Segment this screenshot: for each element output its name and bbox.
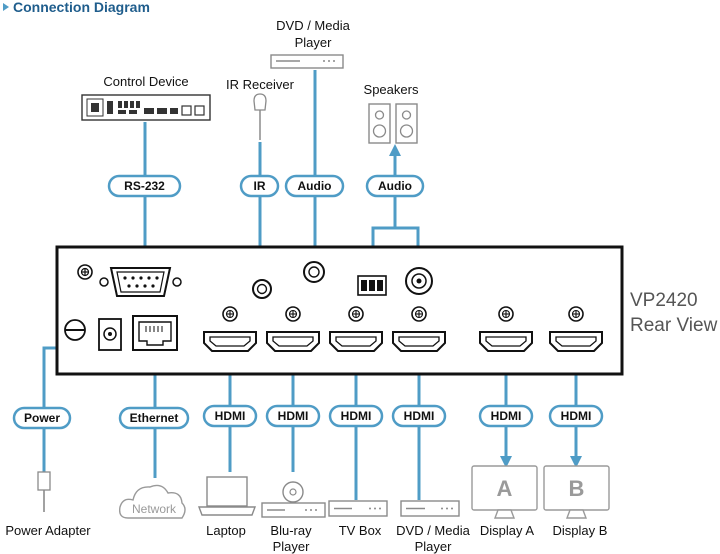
hdmi-in-1-port [203, 331, 257, 352]
ground-screw-icon [77, 264, 93, 280]
dvd-player-top-icon [270, 54, 344, 69]
network-label: Network [132, 502, 177, 516]
dvd-bottom-label-line2: Player [415, 539, 453, 554]
hdmi-in-3-screw-icon [348, 306, 364, 322]
ir-port [252, 279, 272, 299]
hdmi-in-4-screw-icon [411, 306, 427, 322]
hdmi-out-a-label: HDMI [491, 409, 522, 423]
audio-in-label: Audio [298, 179, 332, 193]
hdmi-in-1-screw-icon [222, 306, 238, 322]
hdmi-out-b-label: HDMI [561, 409, 592, 423]
ir-label: IR [254, 179, 266, 193]
hdmi-out-a-screw-icon [498, 306, 514, 322]
tv-box-label: TV Box [339, 523, 382, 538]
dvd-top-label-line2: Player [295, 35, 333, 50]
hdmi-in-3-pill: HDMI [328, 404, 384, 428]
hdmi-in-3-label: HDMI [341, 409, 372, 423]
display-b-icon: B [543, 465, 610, 519]
rs232-label: RS-232 [124, 179, 165, 193]
network-cloud-icon: Network [118, 484, 186, 519]
dvd-bottom-label-line1: DVD / Media [396, 523, 470, 538]
control-device-icon [81, 94, 211, 121]
laptop-label: Laptop [206, 523, 246, 538]
hdmi-out-b-port [549, 331, 603, 352]
audio-in-port [303, 261, 325, 283]
hdmi-in-1-pill: HDMI [202, 404, 258, 428]
hdmi-out-b-screw-icon [568, 306, 584, 322]
hdmi-in-4-port [392, 331, 446, 352]
display-b-label: Display B [553, 523, 608, 538]
hdmi-in-3-port [329, 331, 383, 352]
heading-bullet-icon [3, 3, 9, 11]
power-adapter-icon [37, 471, 51, 512]
speakers-label: Speakers [364, 82, 419, 97]
ethernet-connector-pill: Ethernet [118, 406, 190, 430]
dvd-player-bottom-icon [400, 500, 460, 517]
power-adapter-label: Power Adapter [5, 523, 91, 538]
power-connector-pill: Power [12, 406, 72, 430]
hdmi-in-1-label: HDMI [215, 409, 246, 423]
hdmi-out-a-port [479, 331, 533, 352]
bluray-label-line1: Blu-ray [270, 523, 312, 538]
bluray-label-line2: Player [273, 539, 311, 554]
device-model: VP2420 [630, 290, 698, 311]
page-title: Connection Diagram [13, 0, 150, 15]
hdmi-in-2-label: HDMI [278, 409, 309, 423]
power-port [64, 318, 122, 351]
rs232-connector-pill: RS-232 [107, 174, 182, 198]
audio-in-connector-pill: Audio [284, 174, 345, 198]
control-device-label: Control Device [103, 74, 188, 89]
rs232-port [99, 267, 182, 297]
audio-out-port [405, 267, 433, 295]
tv-box-icon [328, 500, 388, 517]
display-a-letter: A [497, 476, 513, 501]
display-a-label: Display A [480, 523, 535, 538]
hdmi-port-group [203, 306, 603, 352]
cable-audio-out [371, 150, 420, 262]
ethernet-port [132, 315, 178, 351]
laptop-icon [197, 476, 257, 516]
hdmi-in-4-pill: HDMI [391, 404, 447, 428]
audio-out-label: Audio [378, 179, 412, 193]
ir-receiver-icon [253, 93, 267, 140]
bluray-player-icon [261, 481, 326, 518]
ir-connector-pill: IR [239, 174, 280, 198]
hdmi-in-2-port [266, 331, 320, 352]
power-label: Power [24, 411, 60, 425]
ethernet-label: Ethernet [130, 411, 179, 425]
ir-receiver-label: IR Receiver [226, 77, 295, 92]
hdmi-out-b-pill: HDMI [548, 404, 604, 428]
display-a-icon: A [471, 465, 538, 519]
speakers-icon [368, 103, 418, 144]
hdmi-in-2-screw-icon [285, 306, 301, 322]
audio-out-connector-pill: Audio [365, 174, 425, 198]
vp2420-rear-panel [55, 245, 624, 376]
device-view-label: Rear View [630, 315, 718, 336]
hdmi-in-4-label: HDMI [404, 409, 435, 423]
audio-out-terminal-block [357, 275, 387, 296]
dvd-top-label-line1: DVD / Media [276, 18, 350, 33]
hdmi-out-a-pill: HDMI [478, 404, 534, 428]
hdmi-in-2-pill: HDMI [265, 404, 321, 428]
display-b-letter: B [569, 476, 585, 501]
